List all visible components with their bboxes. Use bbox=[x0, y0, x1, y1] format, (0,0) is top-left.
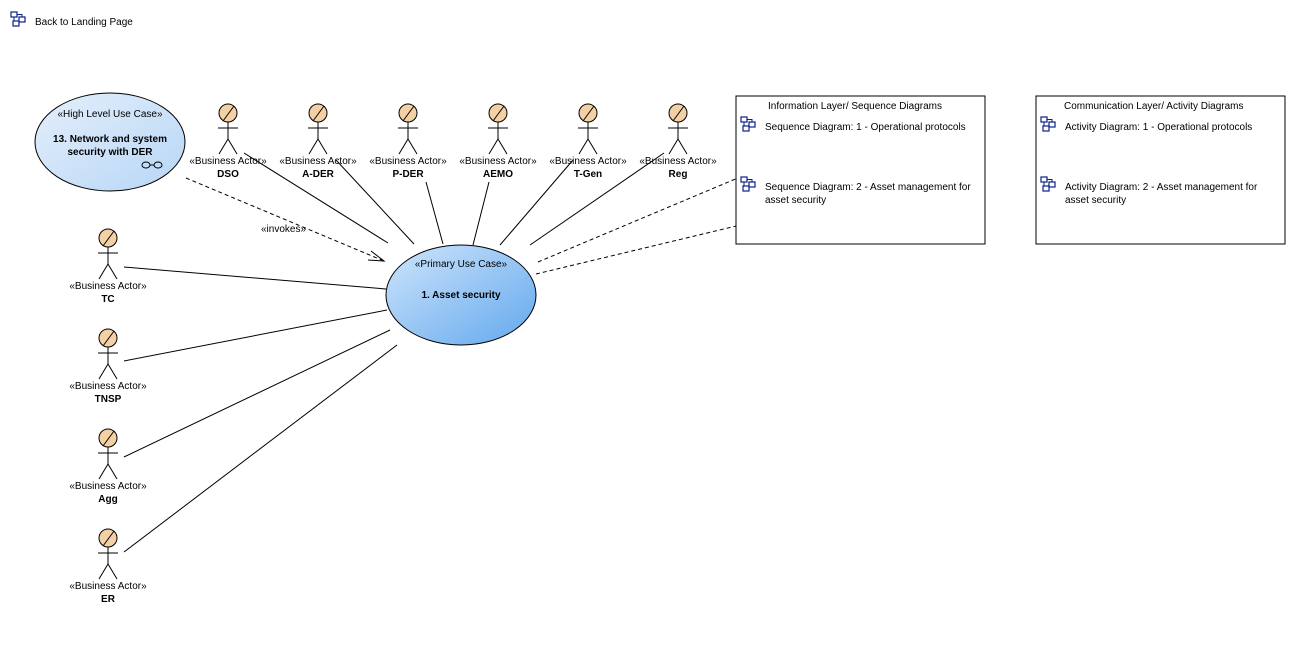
invokes-dependency bbox=[185, 177, 385, 262]
sequence-diagram-2-label-line2: asset security bbox=[765, 195, 826, 206]
primary-use-case[interactable]: «Primary Use Case» 1. Asset security bbox=[385, 244, 537, 346]
actor-name: Agg bbox=[98, 494, 117, 505]
actor-stereotype: «Business Actor» bbox=[639, 156, 717, 167]
communication-layer-box: Communication Layer/ Activity Diagrams A… bbox=[1035, 95, 1286, 245]
actor-figure-icon bbox=[668, 103, 688, 155]
associations bbox=[123, 152, 665, 553]
actor-reg[interactable]: «Business Actor» Reg bbox=[639, 103, 717, 180]
actor-aemo[interactable]: «Business Actor» AEMO bbox=[459, 103, 537, 180]
actor-name: T-Gen bbox=[574, 169, 602, 180]
communication-layer-title: Communication Layer/ Activity Diagrams bbox=[1064, 101, 1244, 112]
trace-sequence-2 bbox=[535, 209, 804, 275]
high-level-use-case[interactable]: «High Level Use Case» 13. Network and sy… bbox=[34, 92, 186, 192]
assoc-t-gen bbox=[499, 159, 574, 246]
actor-name: ER bbox=[101, 594, 116, 605]
actor-name: TC bbox=[101, 294, 114, 305]
assoc-aemo bbox=[472, 181, 490, 246]
actor-stereotype: «Business Actor» bbox=[69, 581, 147, 592]
assoc-reg bbox=[529, 152, 665, 246]
invokes-label: «invokes» bbox=[261, 224, 306, 235]
activity-diagram-2-label-line2: asset security bbox=[1065, 195, 1126, 206]
actor-tnsp[interactable]: «Business Actor» TNSP bbox=[69, 328, 147, 405]
information-layer-title: Information Layer/ Sequence Diagrams bbox=[768, 101, 942, 112]
high-level-stereotype: «High Level Use Case» bbox=[57, 109, 162, 120]
activity-diagram-2-label-line1: Activity Diagram: 2 - Asset management f… bbox=[1065, 182, 1258, 193]
link-chain-icon bbox=[141, 161, 163, 169]
actor-stereotype: «Business Actor» bbox=[459, 156, 537, 167]
actor-stereotype: «Business Actor» bbox=[279, 156, 357, 167]
actor-name: P-DER bbox=[392, 169, 424, 180]
actor-figure-icon bbox=[98, 428, 118, 480]
actor-figure-icon bbox=[98, 328, 118, 380]
activity-diagram-2-link[interactable]: Activity Diagram: 2 - Asset management f… bbox=[1040, 176, 1258, 206]
actor-stereotype: «Business Actor» bbox=[69, 281, 147, 292]
assoc-agg bbox=[123, 329, 391, 458]
actor-dso[interactable]: «Business Actor» DSO bbox=[189, 103, 267, 180]
back-link-label: Back to Landing Page bbox=[35, 17, 133, 28]
actor-stereotype: «Business Actor» bbox=[189, 156, 267, 167]
sequence-diagram-2-label-line1: Sequence Diagram: 2 - Asset management f… bbox=[765, 182, 971, 193]
actor-er[interactable]: «Business Actor» ER bbox=[69, 528, 147, 605]
assoc-tc bbox=[123, 266, 387, 290]
top-actors: «Business Actor» DSO «Business Actor» A-… bbox=[189, 103, 717, 180]
assoc-dso bbox=[243, 152, 389, 244]
sequence-diagram-1-label: Sequence Diagram: 1 - Operational protoc… bbox=[765, 122, 966, 133]
actor-t-gen[interactable]: «Business Actor» T-Gen bbox=[549, 103, 627, 180]
high-level-name-line1: 13. Network and system bbox=[53, 134, 167, 145]
actor-figure-icon bbox=[98, 228, 118, 280]
assoc-tnsp bbox=[123, 309, 388, 362]
actor-name: DSO bbox=[217, 169, 239, 180]
assoc-er bbox=[123, 344, 398, 553]
primary-use-case-name: 1. Asset security bbox=[421, 290, 501, 301]
actor-figure-icon bbox=[308, 103, 328, 155]
actor-tc[interactable]: «Business Actor» TC bbox=[69, 228, 147, 305]
back-to-landing-link[interactable]: Back to Landing Page bbox=[10, 11, 133, 28]
information-layer-box: Information Layer/ Sequence Diagrams Seq… bbox=[735, 95, 986, 245]
actor-figure-icon bbox=[578, 103, 598, 155]
assoc-a-der bbox=[335, 159, 415, 245]
actor-name: TNSP bbox=[95, 394, 122, 405]
actor-figure-icon bbox=[98, 528, 118, 580]
actor-figure-icon bbox=[488, 103, 508, 155]
actor-name: A-DER bbox=[302, 169, 334, 180]
actor-stereotype: «Business Actor» bbox=[69, 481, 147, 492]
assoc-p-der bbox=[425, 181, 444, 245]
actor-stereotype: «Business Actor» bbox=[549, 156, 627, 167]
actor-p-der[interactable]: «Business Actor» P-DER bbox=[369, 103, 447, 180]
actor-agg[interactable]: «Business Actor» Agg bbox=[69, 428, 147, 505]
high-level-name-line2: security with DER bbox=[67, 147, 153, 158]
sequence-diagram-1-link[interactable]: Sequence Diagram: 1 - Operational protoc… bbox=[740, 116, 966, 133]
actor-name: AEMO bbox=[483, 169, 513, 180]
diagram-link-icon bbox=[10, 11, 26, 27]
actor-figure-icon bbox=[398, 103, 418, 155]
left-actors: «Business Actor» TC «Business Actor» TNS… bbox=[69, 228, 147, 605]
actor-stereotype: «Business Actor» bbox=[369, 156, 447, 167]
actor-a-der[interactable]: «Business Actor» A-DER bbox=[279, 103, 357, 180]
actor-figure-icon bbox=[218, 103, 238, 155]
actor-stereotype: «Business Actor» bbox=[69, 381, 147, 392]
activity-diagram-1-label: Activity Diagram: 1 - Operational protoc… bbox=[1065, 122, 1252, 133]
activity-diagram-1-link[interactable]: Activity Diagram: 1 - Operational protoc… bbox=[1040, 116, 1252, 133]
sequence-diagram-2-link[interactable]: Sequence Diagram: 2 - Asset management f… bbox=[740, 176, 971, 206]
primary-use-case-stereotype: «Primary Use Case» bbox=[415, 259, 508, 270]
invokes-arrowhead bbox=[367, 250, 386, 262]
actor-name: Reg bbox=[669, 169, 688, 180]
